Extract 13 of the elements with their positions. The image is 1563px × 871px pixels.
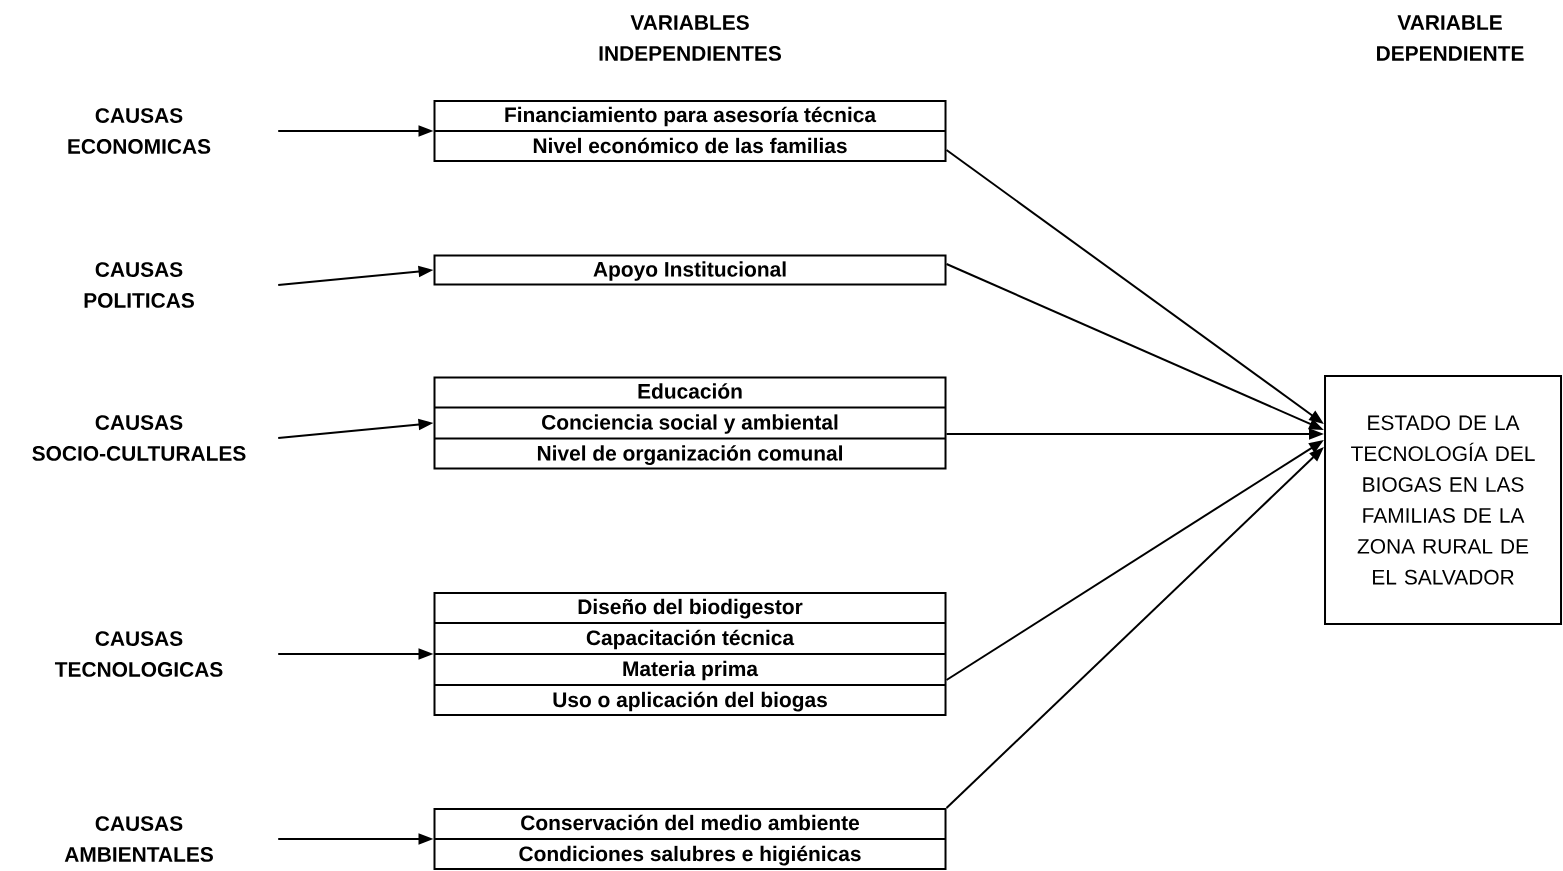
column-heading: VARIABLES INDEPENDIENTES (599, 15, 782, 61)
column-heading: VARIABLE DEPENDIENTE (1377, 15, 1524, 61)
cause-label: CAUSAS AMBIENTALES (64, 816, 213, 862)
variable-table: Apoyo Institucional (433, 254, 947, 286)
outcome-box: ESTADO DE LA TECNOLOGÍA DEL BIOGAS EN LAS FAMILIAS DE LA ZONA RURAL DE EL SALVADOR (1324, 375, 1562, 625)
cause-label: CAUSAS SOCIO-CULTURALES (32, 415, 246, 461)
cause-label: CAUSAS ECONOMICAS (68, 108, 211, 154)
variable-table: Conservación del medio ambiente Condiciones salubres e higiénicas (433, 808, 947, 870)
cause-label: CAUSAS TECNOLOGICAS (54, 631, 223, 677)
variable-table: Educación Conciencia social y ambiental Nivel de organización comunal (433, 376, 947, 470)
cause-label: CAUSAS POLITICAS (84, 262, 194, 308)
variable-table: Diseño del biodigestor Capacitación técnica Materia prima Uso o aplicación del biogas (433, 592, 947, 716)
variable-table: Financiamiento para asesoría técnica Nivel económico de las familias (433, 100, 947, 162)
